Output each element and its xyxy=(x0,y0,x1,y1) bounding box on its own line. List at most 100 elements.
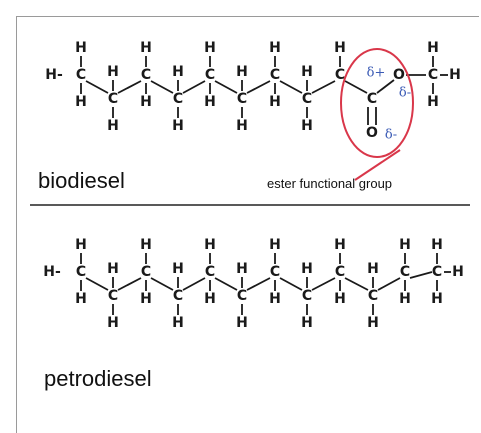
carbon-atom: C xyxy=(76,67,86,83)
hydrogen-atom: H xyxy=(399,291,411,307)
carbon-atom: C xyxy=(400,264,410,280)
hydrogen-atom: H xyxy=(172,118,184,134)
hydrogen-atom: H xyxy=(140,237,152,253)
bond-line xyxy=(311,80,336,94)
hydrogen-atom: H xyxy=(204,40,216,56)
bond-line xyxy=(214,277,238,291)
hydrogen-atom: H xyxy=(367,315,379,331)
hydrogen-atom: H xyxy=(107,261,119,277)
hydrogen-atom: H xyxy=(107,315,119,331)
hydrogen-atom: H xyxy=(75,94,87,110)
hydrogen-atom: H xyxy=(334,237,346,253)
oxygen-atom: O xyxy=(393,67,405,83)
carbon-atom: C xyxy=(270,264,280,280)
carbon-atom: C xyxy=(205,264,215,280)
carbon-atom: C xyxy=(173,91,183,107)
carbon-atom: C xyxy=(368,288,378,304)
hydrogen-atom: H xyxy=(236,64,248,80)
hydrogen-atom: H- xyxy=(43,264,61,280)
bond-line xyxy=(85,80,109,94)
bond-line xyxy=(377,277,401,291)
carbon-atom: C xyxy=(270,67,280,83)
ester-circle xyxy=(340,48,414,158)
bond-line xyxy=(246,80,271,94)
hydrogen-atom: H xyxy=(172,261,184,277)
hydrogen-atom: H xyxy=(301,118,313,134)
hydrogen-atom: H xyxy=(452,264,464,280)
carbon-atom: C xyxy=(141,67,151,83)
carbon-atom: C xyxy=(335,264,345,280)
bond-line xyxy=(150,277,174,291)
hydrogen-atom: H xyxy=(172,315,184,331)
hydrogen-atom: H xyxy=(140,291,152,307)
bond-line xyxy=(279,80,303,94)
bond-line xyxy=(182,80,206,94)
oxygen-atom: O xyxy=(366,125,378,141)
hydrogen-atom: H xyxy=(75,237,87,253)
hydrogen-atom: H xyxy=(301,261,313,277)
carbon-atom: C xyxy=(302,91,312,107)
carbon-atom: C xyxy=(302,288,312,304)
hydrogen-atom: H xyxy=(172,64,184,80)
hydrogen-atom: H xyxy=(367,261,379,277)
bond-line xyxy=(85,277,109,291)
bond-line xyxy=(117,277,142,291)
carbon-atom: C xyxy=(76,264,86,280)
carbon-atom: C xyxy=(335,67,345,83)
bond-line xyxy=(150,80,174,94)
hydrogen-atom: H xyxy=(334,40,346,56)
bond-line xyxy=(246,277,271,291)
bond-line xyxy=(409,271,433,279)
carbon-atom: C xyxy=(237,91,247,107)
figure-frame xyxy=(16,16,479,433)
carbon-atom: C xyxy=(237,288,247,304)
hydrogen-atom: H xyxy=(75,40,87,56)
bond-line xyxy=(279,277,303,291)
hydrogen-atom: H xyxy=(431,291,443,307)
hydrogen-atom: H xyxy=(236,315,248,331)
carbon-atom: C xyxy=(108,91,118,107)
hydrogen-atom: H xyxy=(269,94,281,110)
delta-minus-label: δ- xyxy=(385,128,397,143)
carbon-atom: C xyxy=(141,264,151,280)
hydrogen-atom: H xyxy=(449,67,461,83)
bond-line xyxy=(117,80,142,94)
carbon-atom: C xyxy=(367,91,377,107)
hydrogen-atom: H xyxy=(301,315,313,331)
hydrogen-atom: H xyxy=(140,94,152,110)
bond-line xyxy=(311,277,336,291)
hydrogen-atom: H xyxy=(427,94,439,110)
hydrogen-atom: H xyxy=(301,64,313,80)
bond-line xyxy=(344,80,368,94)
bond-line xyxy=(182,277,206,291)
hydrogen-atom: H xyxy=(399,237,411,253)
delta-minus-label: δ- xyxy=(399,86,411,101)
hydrogen-atom: H xyxy=(140,40,152,56)
hydrogen-atom: H xyxy=(204,94,216,110)
hydrogen-atom: H xyxy=(75,291,87,307)
hydrogen-atom: H xyxy=(431,237,443,253)
carbon-atom: C xyxy=(173,288,183,304)
hydrogen-atom: H xyxy=(236,118,248,134)
ester-group-label: ester functional group xyxy=(267,176,392,191)
carbon-atom: C xyxy=(108,288,118,304)
hydrogen-atom: H- xyxy=(45,67,63,83)
hydrogen-atom: H xyxy=(107,118,119,134)
hydrogen-atom: H xyxy=(236,261,248,277)
hydrogen-atom: H xyxy=(204,291,216,307)
bond-line xyxy=(344,277,369,291)
hydrogen-atom: H xyxy=(107,64,119,80)
bond-line xyxy=(214,80,238,94)
petrodiesel-label: petrodiesel xyxy=(44,366,152,391)
hydrogen-atom: H xyxy=(269,40,281,56)
hydrogen-atom: H xyxy=(334,291,346,307)
hydrogen-atom: H xyxy=(204,237,216,253)
ester-pointer-line xyxy=(354,149,401,181)
carbon-atom: C xyxy=(205,67,215,83)
biodiesel-label: biodiesel xyxy=(38,168,125,193)
bond-line xyxy=(376,79,395,94)
hydrogen-atom: H xyxy=(427,40,439,56)
